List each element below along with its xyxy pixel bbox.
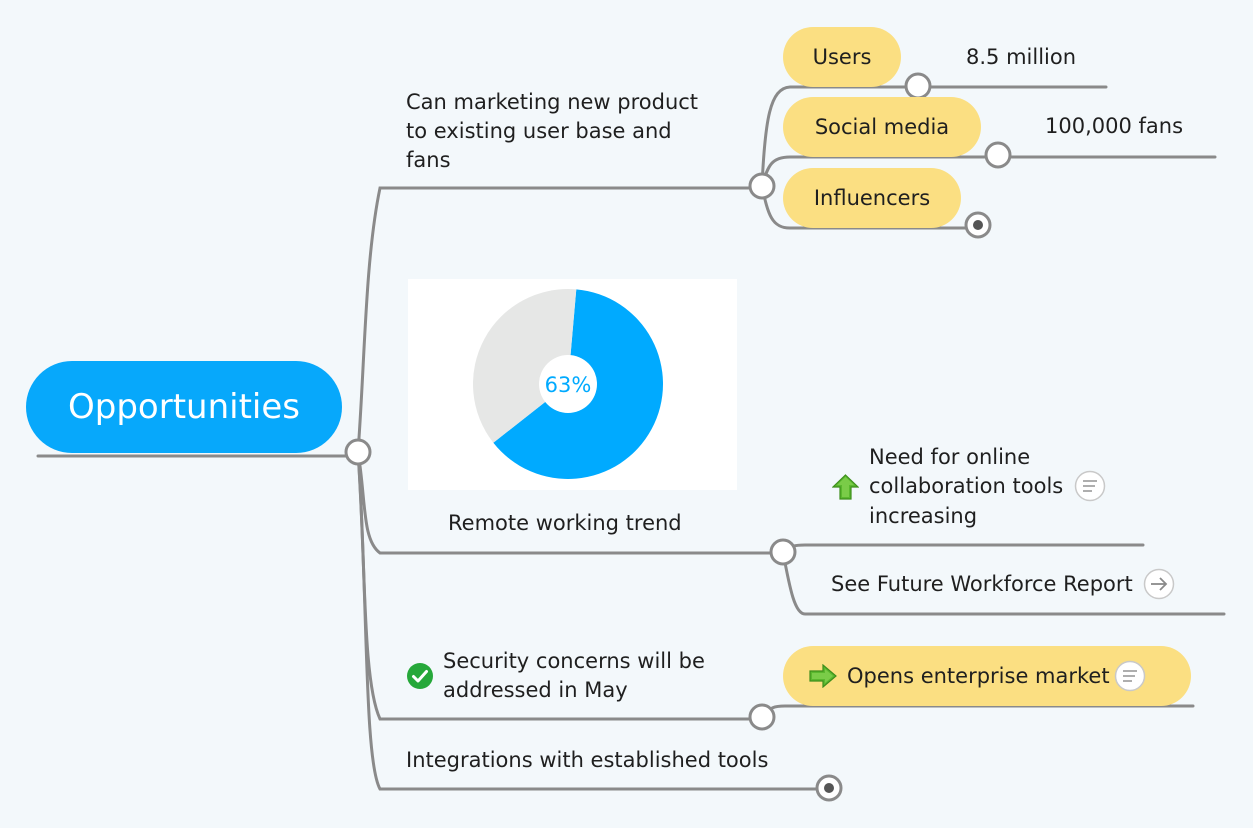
remote-topic[interactable]: Remote working trend xyxy=(448,511,682,535)
social-media-topic-label: Social media xyxy=(814,115,950,139)
influencers-topic[interactable]: Influencers xyxy=(783,168,961,228)
future-workforce-report-label: See Future Workforce Report xyxy=(831,572,1133,596)
root-expand-node[interactable] xyxy=(344,438,372,466)
users-topic[interactable]: Users xyxy=(783,27,901,87)
security-topic-line-1: Security concerns will be xyxy=(443,649,705,673)
security-expand-node[interactable] xyxy=(748,703,776,731)
integrations-topic[interactable]: Integrations with established tools xyxy=(406,748,769,772)
marketing-topic-line-2: to existing user base and xyxy=(406,119,672,143)
root-topic-label: Opportunities xyxy=(68,387,300,427)
users-expand-node[interactable] xyxy=(904,72,932,100)
collaboration-topic-line-1: Need for online xyxy=(869,445,1031,469)
marketing-topic[interactable]: Can marketing new product to existing us… xyxy=(406,88,698,175)
pie-chart: 63% xyxy=(473,289,663,479)
link-arrow-icon[interactable] xyxy=(1143,568,1175,600)
pie-center-label: 63% xyxy=(545,373,592,397)
users-topic-label: Users xyxy=(812,45,872,69)
marketing-topic-line-1: Can marketing new product xyxy=(406,90,699,114)
remote-expand-node[interactable] xyxy=(769,538,797,566)
note-icon[interactable] xyxy=(1074,470,1106,502)
pie-center-hole xyxy=(539,355,597,413)
social-media-topic[interactable]: Social media xyxy=(783,97,981,157)
security-topic[interactable]: Security concerns will be addressed in M… xyxy=(443,647,705,705)
influencers-topic-label: Influencers xyxy=(813,186,931,210)
collaboration-topic-line-3: increasing xyxy=(869,503,978,528)
collaboration-topic-line-2-text: collaboration tools xyxy=(869,474,1064,498)
enterprise-market-topic[interactable]: Opens enterprise market xyxy=(783,646,1191,706)
future-workforce-report-topic[interactable]: See Future Workforce Report xyxy=(831,568,1175,600)
root-topic[interactable]: Opportunities xyxy=(26,361,342,453)
green-check-icon xyxy=(407,663,433,689)
marketing-topic-line-3: fans xyxy=(406,148,451,172)
green-right-arrow-icon xyxy=(809,664,837,688)
note-icon[interactable] xyxy=(1114,660,1146,692)
pie-chart-card[interactable]: 63% xyxy=(408,279,737,490)
users-value[interactable]: 8.5 million xyxy=(966,45,1077,69)
security-topic-line-2: addressed in May xyxy=(443,678,628,702)
collaboration-topic-line-2: collaboration tools xyxy=(869,470,1106,502)
pie-slice-remainder xyxy=(473,289,577,443)
enterprise-market-label: Opens enterprise market xyxy=(847,664,1110,688)
marketing-expand-node[interactable] xyxy=(748,172,776,200)
green-up-arrow-icon xyxy=(832,474,859,500)
social-media-value[interactable]: 100,000 fans xyxy=(1045,114,1184,138)
social-media-expand-node[interactable] xyxy=(984,141,1012,169)
collaboration-topic[interactable]: Need for online collaboration tools incr… xyxy=(869,443,1106,531)
